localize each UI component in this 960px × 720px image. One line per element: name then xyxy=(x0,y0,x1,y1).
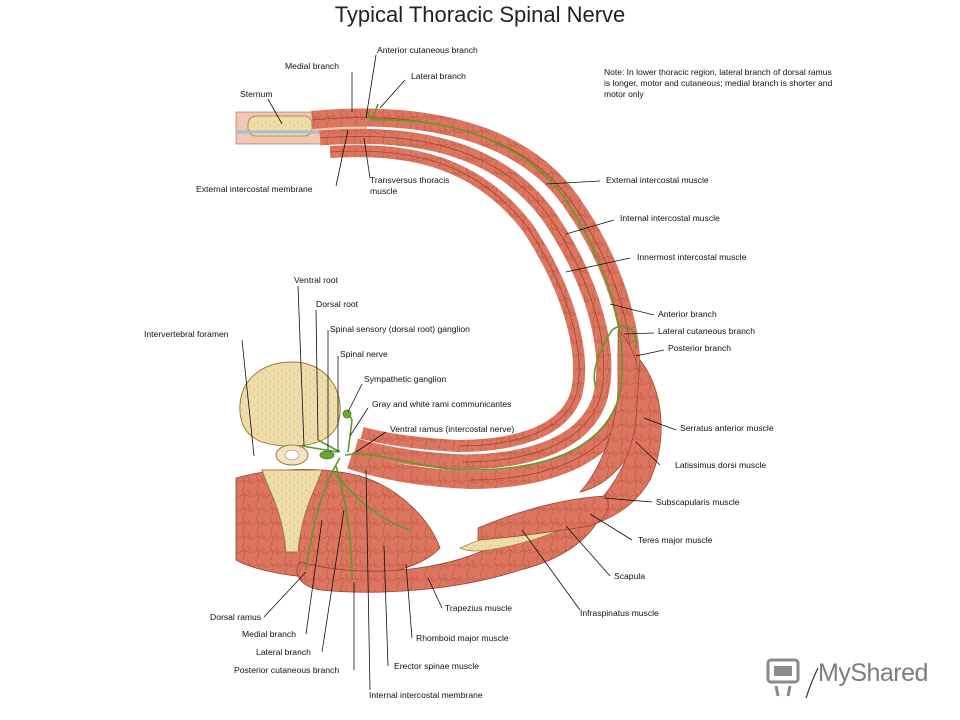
label-posterior-cutaneous-branch: Posterior cutaneous branch xyxy=(234,665,339,675)
label-rami-communicantes: Gray and white rami communicantes xyxy=(372,399,511,409)
label-lateral-branch-bottom: Lateral branch xyxy=(256,647,311,657)
vertebral-body xyxy=(239,361,341,447)
erector-spinae-shape xyxy=(235,469,441,579)
watermark-text: MyShared xyxy=(818,659,928,687)
label-spinal-sensory-ganglion: Spinal sensory (dorsal root) ganglion xyxy=(330,324,470,334)
label-spinal-nerve: Spinal nerve xyxy=(340,349,388,359)
label-ventral-ramus: Ventral ramus (intercostal nerve) xyxy=(390,424,514,434)
label-teres-major: Teres major muscle xyxy=(638,535,713,545)
label-medial-branch-top: Medial branch xyxy=(285,61,339,71)
label-posterior-branch: Posterior branch xyxy=(668,343,731,353)
label-subscapularis: Subscapularis muscle xyxy=(656,497,740,507)
labels: Anterior cutaneous branch Medial branch … xyxy=(144,45,774,700)
label-trapezius: Trapezius muscle xyxy=(445,603,512,613)
roots xyxy=(301,439,341,453)
label-anterior-cutaneous-branch: Anterior cutaneous branch xyxy=(377,45,478,55)
watermark-logo-icon xyxy=(766,658,819,699)
dorsal-ramus-nerve xyxy=(305,457,411,581)
latissimus-dorsi-shape xyxy=(559,359,662,533)
label-external-intercostal-membrane: External intercostal membrane xyxy=(196,184,313,194)
intercostal-nerve xyxy=(344,119,624,471)
label-dorsal-root: Dorsal root xyxy=(316,299,359,309)
label-sternum: Sternum xyxy=(240,89,272,99)
label-infraspinatus: Infraspinatus muscle xyxy=(580,608,659,618)
trapezius-rhomboid-shape xyxy=(296,515,601,593)
label-serratus-anterior: Serratus anterior muscle xyxy=(680,423,774,433)
label-intervertebral-foramen: Intervertebral foramen xyxy=(144,329,229,339)
lateral-cutaneous-nerve xyxy=(593,325,637,389)
label-innermost-intercostal-muscle: Innermost intercostal muscle xyxy=(637,252,747,262)
sympathetic-ganglion-shape xyxy=(342,409,352,419)
label-transversus-thoracis-1: Transversus thoracis xyxy=(370,175,449,185)
label-dorsal-ramus: Dorsal ramus xyxy=(210,612,261,622)
label-lateral-branch-top: Lateral branch xyxy=(411,71,466,81)
label-ventral-root: Ventral root xyxy=(294,275,339,285)
nerve-paths xyxy=(301,103,637,581)
diagram-note: Note: In lower thoracic region, lateral … xyxy=(604,67,833,99)
label-latissimus-dorsi: Latissimus dorsi muscle xyxy=(675,460,766,470)
leader-lines xyxy=(241,54,677,691)
vertebra xyxy=(239,361,341,553)
infraspinatus-subscap-shape xyxy=(477,495,609,541)
label-internal-intercostal-muscle: Internal intercostal muscle xyxy=(620,213,720,223)
spinous-process xyxy=(261,469,323,553)
label-sympathetic-ganglion: Sympathetic ganglion xyxy=(364,374,446,384)
dorsal-root-ganglion-shape xyxy=(319,450,335,460)
label-anterior-branch: Anterior branch xyxy=(658,309,717,319)
label-scapula: Scapula xyxy=(614,571,645,581)
label-external-intercostal-muscle: External intercostal muscle xyxy=(606,175,709,185)
label-medial-branch-bottom: Medial branch xyxy=(242,629,296,639)
lateral-muscles xyxy=(559,329,662,533)
label-lateral-cutaneous-branch: Lateral cutaneous branch xyxy=(658,326,755,336)
label-internal-intercostal-membrane: Internal intercostal membrane xyxy=(369,690,483,700)
label-erector-spinae: Erector spinae muscle xyxy=(394,661,479,671)
label-transversus-thoracis-2: muscle xyxy=(370,186,397,196)
diagram-title: Typical Thoracic Spinal Nerve xyxy=(334,2,626,27)
label-rhomboid-major: Rhomboid major muscle xyxy=(416,633,509,643)
